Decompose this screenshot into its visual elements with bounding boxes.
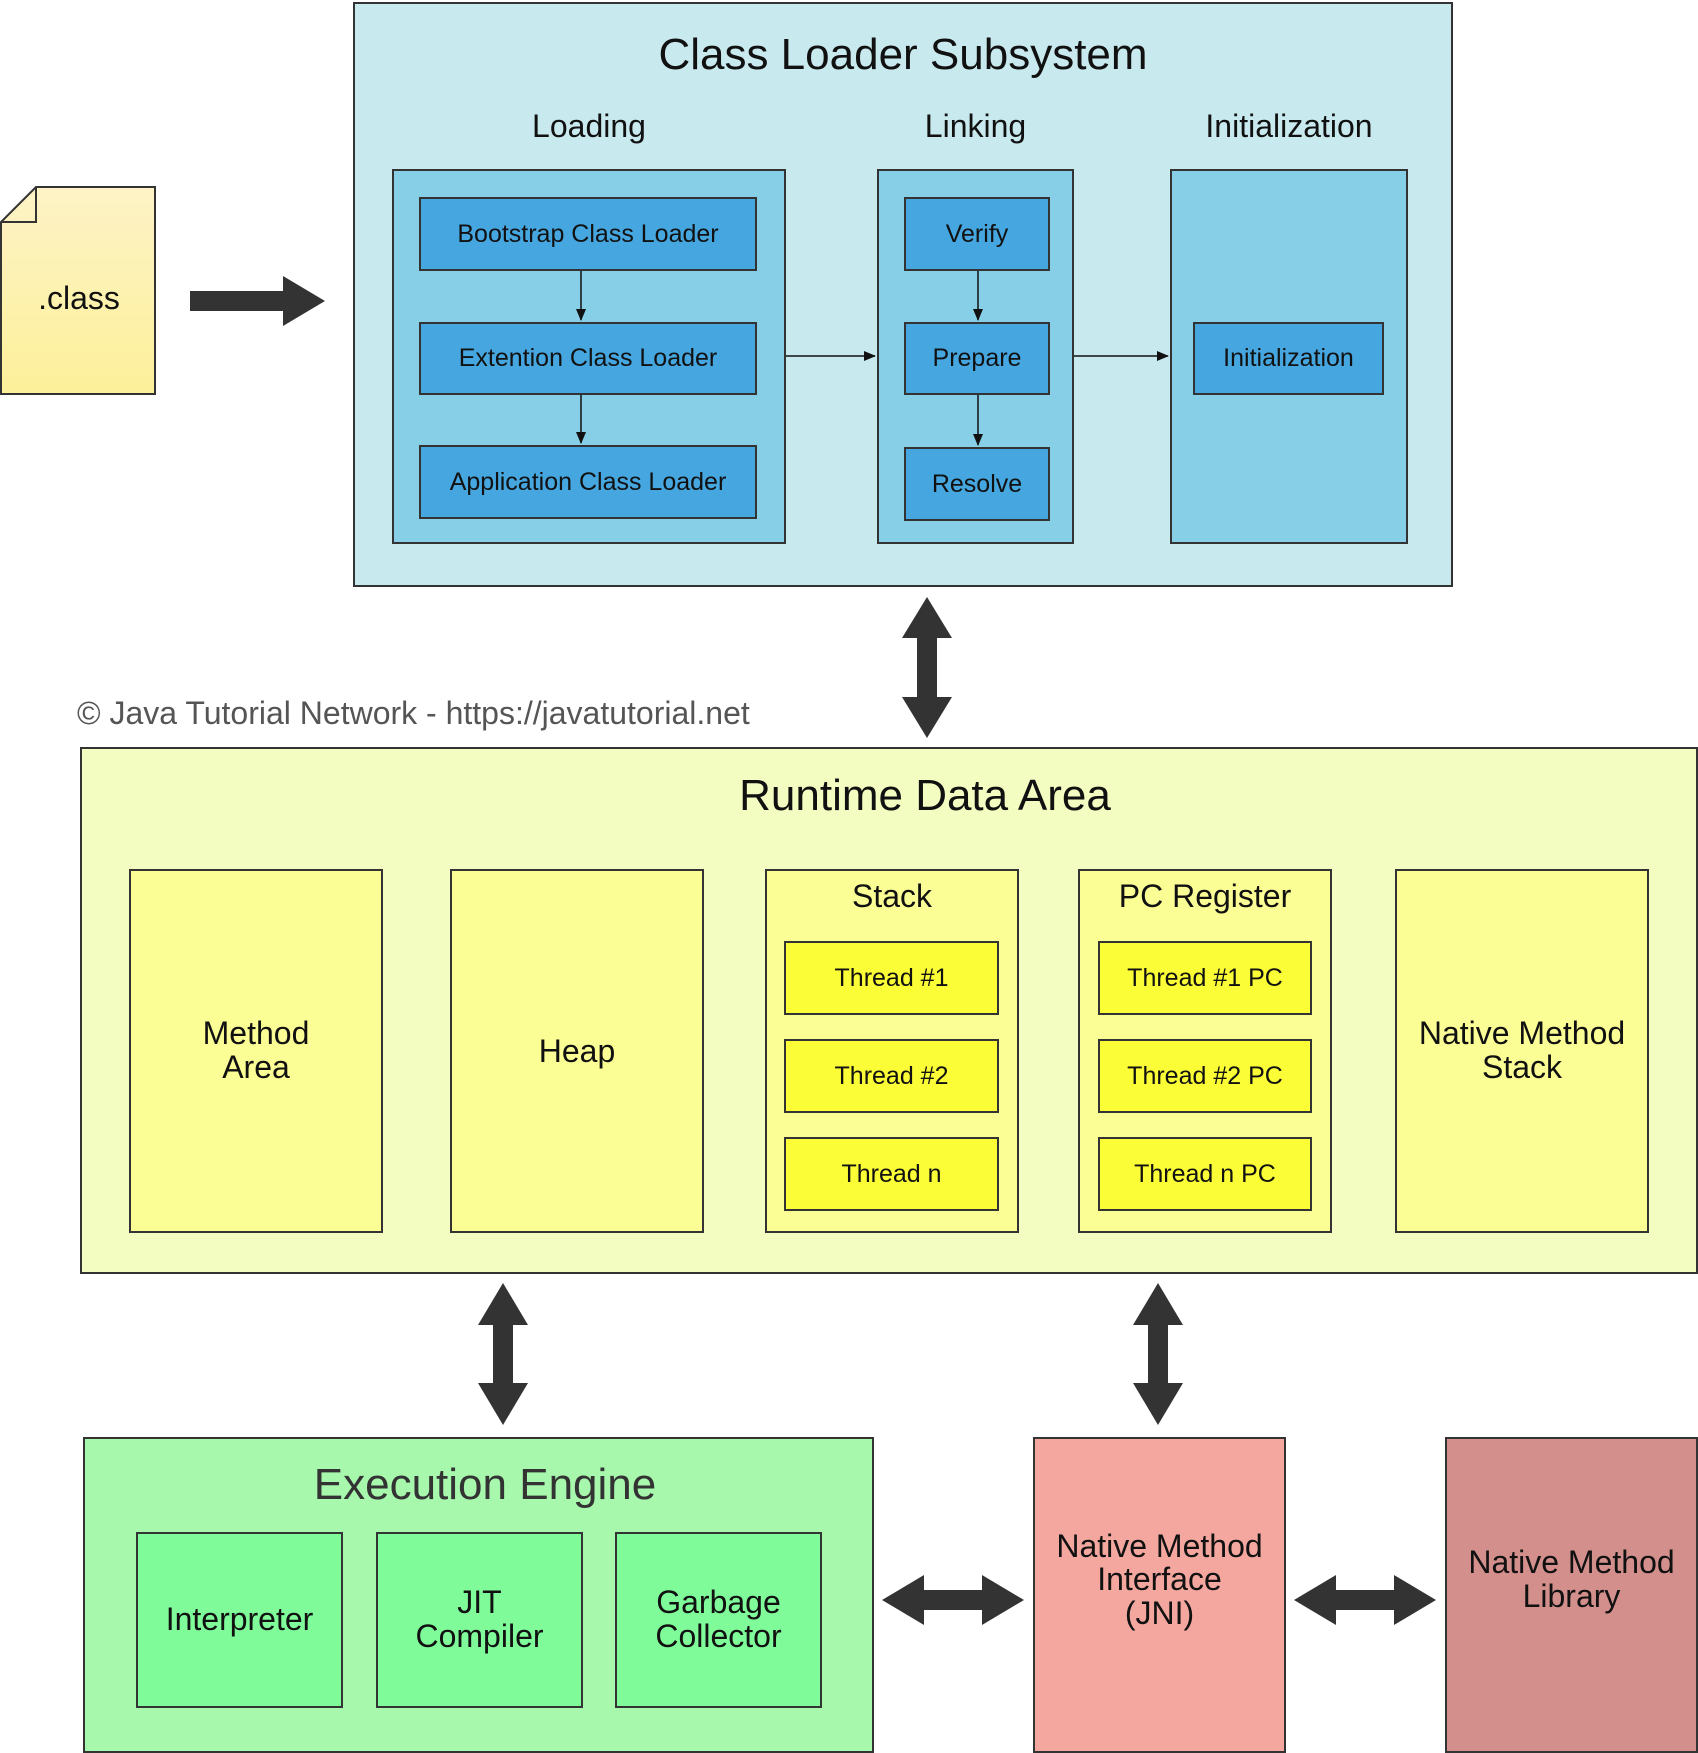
bootstrap-class-loader: Bootstrap Class Loader [419,197,757,271]
jit-compiler: JIT Compiler [376,1532,583,1708]
interpreter: Interpreter [136,1532,343,1708]
copyright-notice: © Java Tutorial Network - https://javatu… [77,695,750,731]
garbage-collector: Garbage Collector [615,1532,822,1708]
class-loader-title: Class Loader Subsystem [658,30,1148,79]
arrow-jni-library [1294,1575,1436,1625]
pc-register-heading: PC Register [1118,878,1292,914]
stack-thread-2: Thread #2 [784,1039,999,1113]
native-method-interface: Native Method Interface (JNI) [1033,1437,1286,1753]
stack-thread-n: Thread n [784,1137,999,1211]
arrow-runtime-engine [478,1283,528,1425]
native-method-library: Native Method Library [1445,1437,1698,1753]
pc-thread-1: Thread #1 PC [1098,941,1312,1015]
arrow-loader-runtime [902,597,952,738]
initialization-heading: Initialization [1205,108,1373,144]
pc-thread-n: Thread n PC [1098,1137,1312,1211]
extension-class-loader: Extention Class Loader [419,322,757,395]
initialization-step: Initialization [1193,322,1384,395]
native-method-stack: Native Method Stack [1395,869,1649,1233]
stack-heading: Stack [851,878,933,914]
prepare-step: Prepare [904,322,1050,395]
pc-thread-2: Thread #2 PC [1098,1039,1312,1113]
linking-heading: Linking [924,108,1027,144]
resolve-step: Resolve [904,447,1050,521]
arrow-class-to-loader [190,276,325,326]
application-class-loader: Application Class Loader [419,445,757,519]
arrow-engine-jni [882,1575,1024,1625]
class-file-icon [0,186,156,395]
arrow-runtime-jni [1133,1283,1183,1425]
runtime-data-area-title: Runtime Data Area [739,771,1111,820]
stack-thread-1: Thread #1 [784,941,999,1015]
verify-step: Verify [904,197,1050,271]
heap: Heap [450,869,704,1233]
loading-heading: Loading [532,108,646,144]
class-file-label: .class [38,280,120,316]
method-area: Method Area [129,869,383,1233]
execution-engine-title: Execution Engine [313,1460,657,1509]
